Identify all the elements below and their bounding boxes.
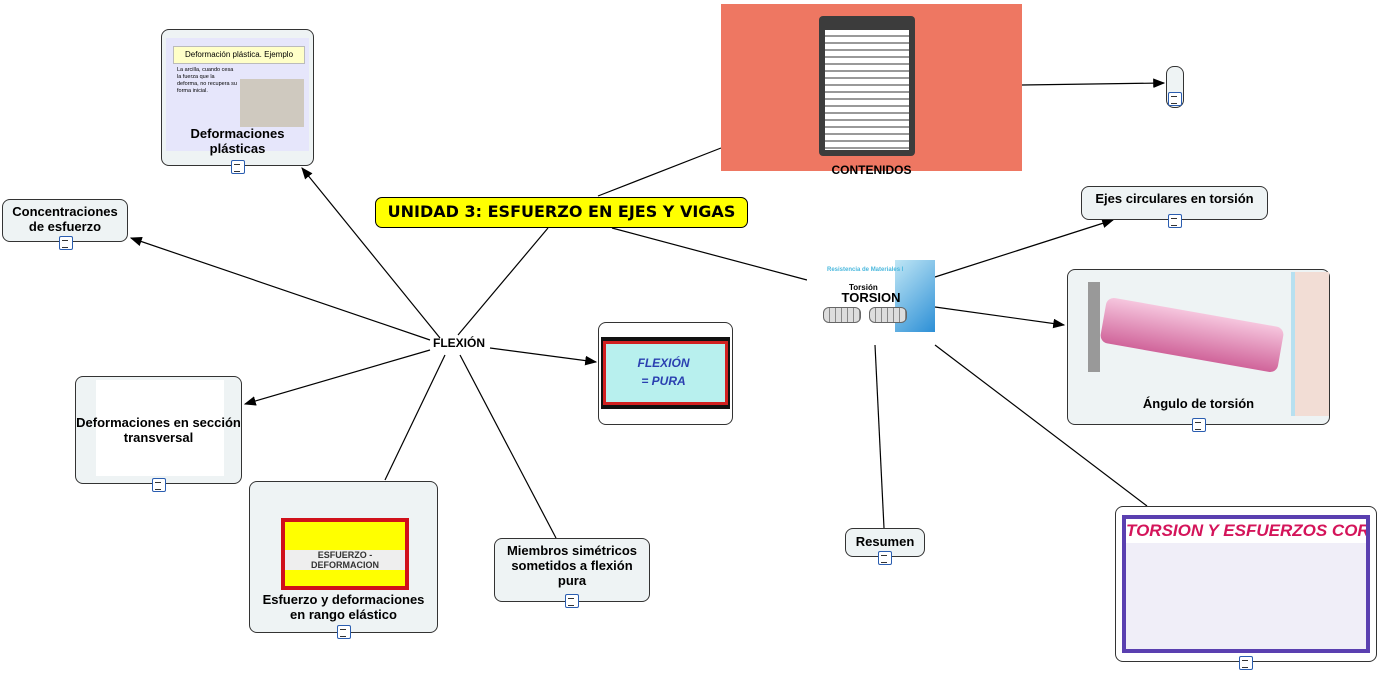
deformaciones-plasticas-node[interactable]: Deformación plástica. Ejemplo La arcilla…: [161, 29, 314, 174]
deformaciones-seccion-node[interactable]: Deformaciones en sección transversal: [75, 376, 242, 492]
document-icon[interactable]: [152, 478, 166, 492]
contenidos-resource-node[interactable]: [1166, 66, 1184, 108]
document-icon[interactable]: [337, 625, 351, 639]
document-icon[interactable]: [878, 551, 892, 565]
flexion-pura-node[interactable]: FLEXIÓN = PURA: [598, 322, 733, 425]
torsion-image-title: Resistencia de Materiales I: [827, 267, 904, 273]
document-icon[interactable]: [565, 594, 579, 608]
esfuerzo-deformaciones-node[interactable]: ESFUERZO - DEFORMACION Esfuerzo y deform…: [249, 481, 438, 639]
concentraciones-node[interactable]: Concentraciones de esfuerzo: [2, 199, 128, 250]
flexion-node[interactable]: FLEXIÓN: [432, 336, 485, 350]
chart-image-title: ESFUERZO - DEFORMACION: [285, 550, 405, 570]
flexion-pura-text: FLEXIÓN = PURA: [637, 356, 690, 388]
document-icon[interactable]: [1168, 214, 1182, 228]
node-label: Miembros simétricos sometidos a flexión …: [506, 543, 638, 588]
node-label: Concentraciones de esfuerzo: [12, 204, 118, 234]
main-title-node[interactable]: UNIDAD 3: ESFUERZO EN EJES Y VIGAS: [375, 197, 748, 228]
slide-text: La arcilla, cuando cesa la fuerza que la…: [177, 67, 237, 94]
node-label: Resumen: [855, 534, 915, 549]
torsion-image-sub: Torsión: [849, 283, 878, 292]
ejes-circulares-node[interactable]: Ejes circulares en torsión: [1081, 186, 1268, 228]
node-label: Ejes circulares en torsión: [1095, 191, 1254, 206]
node-label: Esfuerzo y deformaciones en rango elásti…: [262, 592, 425, 622]
node-label: Deformaciones plásticas: [190, 126, 285, 156]
clipboard-image: [819, 16, 915, 156]
document-icon[interactable]: [1192, 418, 1206, 432]
resumen-node[interactable]: Resumen: [845, 528, 925, 565]
torsion-label: TORSION: [841, 290, 901, 305]
node-label: Deformaciones en sección transversal: [76, 415, 241, 445]
document-icon[interactable]: [1168, 92, 1182, 106]
torsion-esfuerzos-node[interactable]: TORSION Y ESFUERZOS CORTANTES: [1115, 506, 1377, 670]
torsion-node[interactable]: Resistencia de Materiales I Torsión TORS…: [807, 260, 935, 332]
node-label: Ángulo de torsión: [1142, 396, 1255, 411]
slide-heading: Deformación plástica. Ejemplo: [173, 46, 305, 64]
document-icon[interactable]: [59, 236, 73, 250]
banner-title: TORSION Y ESFUERZOS CORTANTES: [1126, 519, 1366, 543]
document-icon[interactable]: [1239, 656, 1253, 670]
angulo-torsion-node[interactable]: Ángulo de torsión: [1067, 269, 1330, 432]
contenidos-node[interactable]: CONTENIDOS: [721, 4, 1022, 177]
document-icon[interactable]: [231, 160, 245, 174]
miembros-simetricos-node[interactable]: Miembros simétricos sometidos a flexión …: [494, 538, 650, 608]
contenidos-label: CONTENIDOS: [831, 163, 912, 177]
